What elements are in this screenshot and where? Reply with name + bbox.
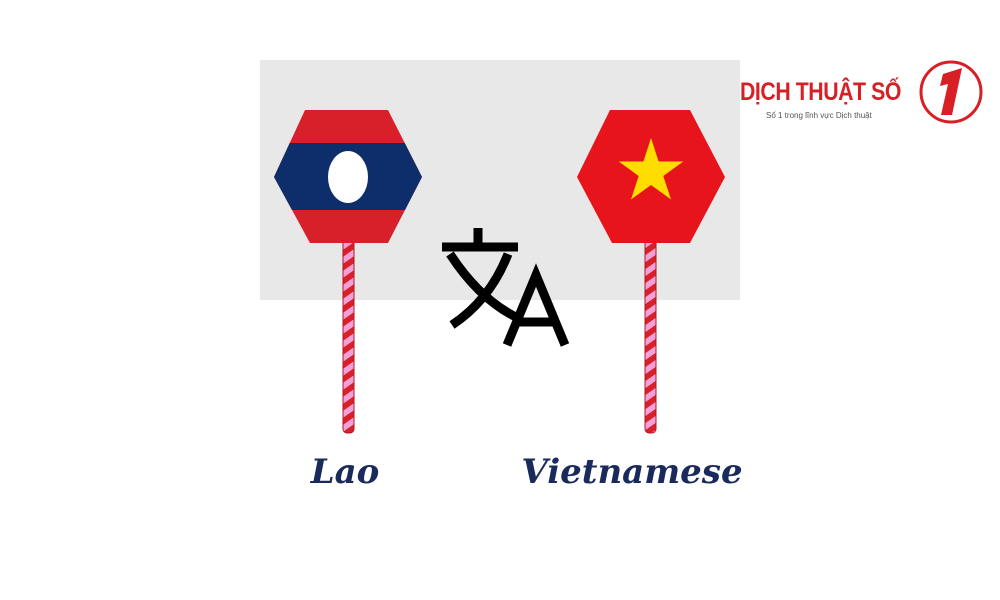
vietnam-flag-icon	[577, 110, 725, 243]
vietnamese-label: Vietnamese	[521, 452, 743, 492]
translate-icon	[442, 228, 570, 347]
lao-label: Lao	[310, 452, 380, 492]
logo-tagline: Số 1 trong lĩnh vực Dịch thuật	[766, 111, 872, 120]
lao-sign-pole	[342, 239, 355, 434]
logo-emblem	[919, 60, 983, 124]
vietnam-sign-pole	[644, 239, 657, 434]
laos-flag-icon	[274, 110, 422, 243]
logo-title: DỊCH THUẬT SỐ	[740, 78, 901, 106]
